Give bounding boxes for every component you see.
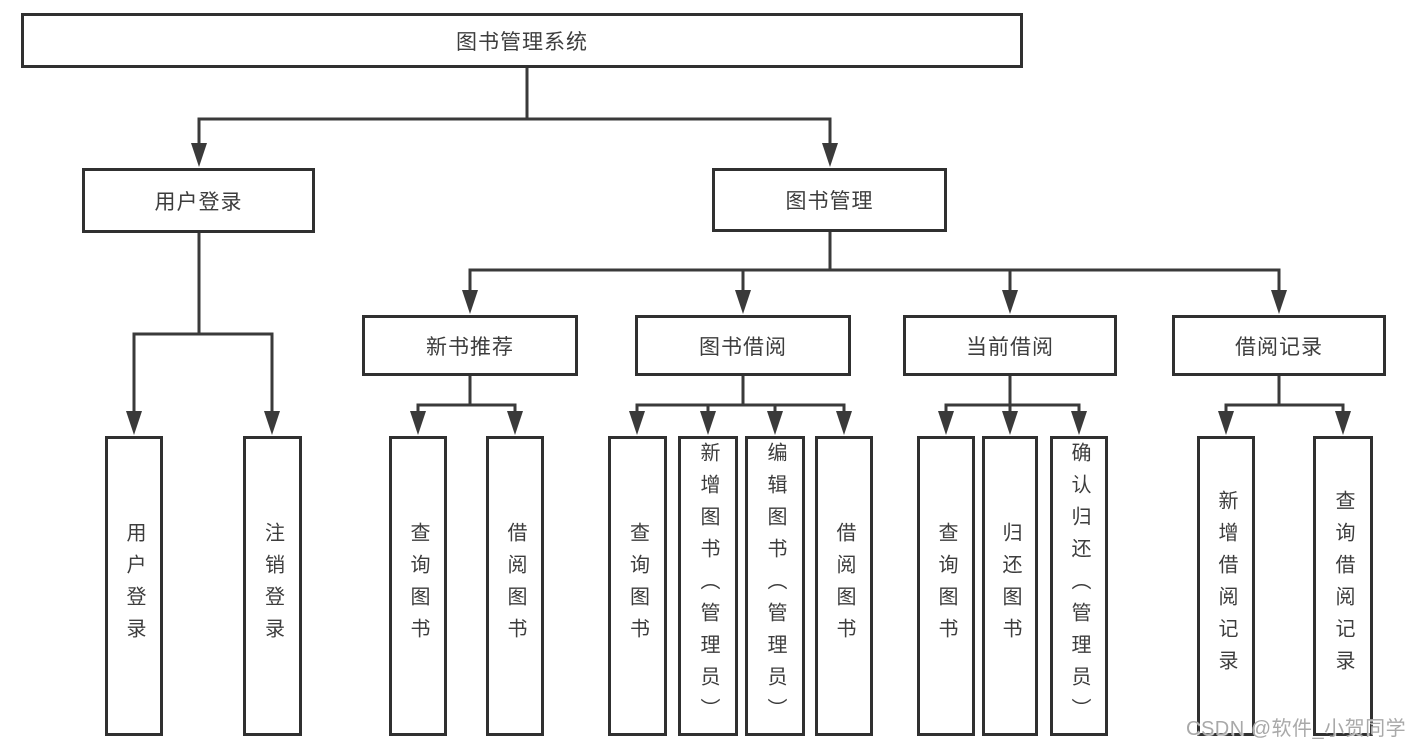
arrowhead: [1218, 411, 1234, 435]
arrowhead: [126, 411, 142, 435]
node-leaf-borrow-books: 借阅图书: [815, 436, 873, 736]
csdn-watermark: CSDN @软件_小贺同学: [1186, 718, 1405, 740]
arrowhead: [1002, 411, 1018, 435]
node-book-management: 图书管理: [712, 168, 947, 232]
node-current-borrowing: 当前借阅: [903, 315, 1117, 376]
arrowhead: [507, 411, 523, 435]
arrowhead: [1071, 411, 1087, 435]
arrowhead: [410, 411, 426, 435]
node-leaf-add-book-admin: 新增图书（管理员）: [678, 436, 738, 736]
node-leaf-return-book: 归还图书: [982, 436, 1038, 736]
connector-current-borrowing-children: [938, 375, 1087, 435]
node-leaf-query-borrow-record: 查询借阅记录: [1313, 436, 1373, 736]
node-leaf-query-books-recommend: 查询图书: [389, 436, 447, 736]
connector-book-borrowing-children: [629, 375, 852, 435]
node-user-login: 用户登录: [82, 168, 315, 233]
arrowhead: [629, 411, 645, 435]
arrowhead: [836, 411, 852, 435]
node-leaf-user-login: 用户登录: [105, 436, 163, 736]
arrowhead: [700, 411, 716, 435]
node-leaf-query-books-current: 查询图书: [917, 436, 975, 736]
connector-user-login-children: [126, 233, 280, 435]
arrowhead: [191, 143, 207, 167]
arrowhead: [822, 143, 838, 167]
node-book-borrowing: 图书借阅: [635, 315, 851, 376]
node-leaf-logout: 注销登录: [243, 436, 302, 736]
connector-borrowing-records-children: [1218, 375, 1351, 435]
node-leaf-borrow-books-recommend: 借阅图书: [486, 436, 544, 736]
node-leaf-add-borrow-record: 新增借阅记录: [1197, 436, 1255, 736]
connector-book-management-children: [462, 232, 1287, 314]
node-borrowing-records: 借阅记录: [1172, 315, 1386, 376]
node-leaf-edit-book-admin: 编辑图书（管理员）: [745, 436, 805, 736]
arrowhead: [735, 290, 751, 314]
arrowhead: [1002, 290, 1018, 314]
arrowhead: [767, 411, 783, 435]
node-leaf-confirm-return-admin: 确认归还（管理员）: [1050, 436, 1108, 736]
connector-new-book-recommend-children: [410, 375, 523, 435]
arrowhead: [264, 411, 280, 435]
arrowhead: [462, 290, 478, 314]
node-new-book-recommend: 新书推荐: [362, 315, 578, 376]
arrowhead: [1271, 290, 1287, 314]
node-library-system: 图书管理系统: [21, 13, 1023, 68]
connector-root-to-level2: [191, 68, 838, 167]
arrowhead: [938, 411, 954, 435]
arrowhead: [1335, 411, 1351, 435]
node-leaf-query-books-borrowing: 查询图书: [608, 436, 667, 736]
